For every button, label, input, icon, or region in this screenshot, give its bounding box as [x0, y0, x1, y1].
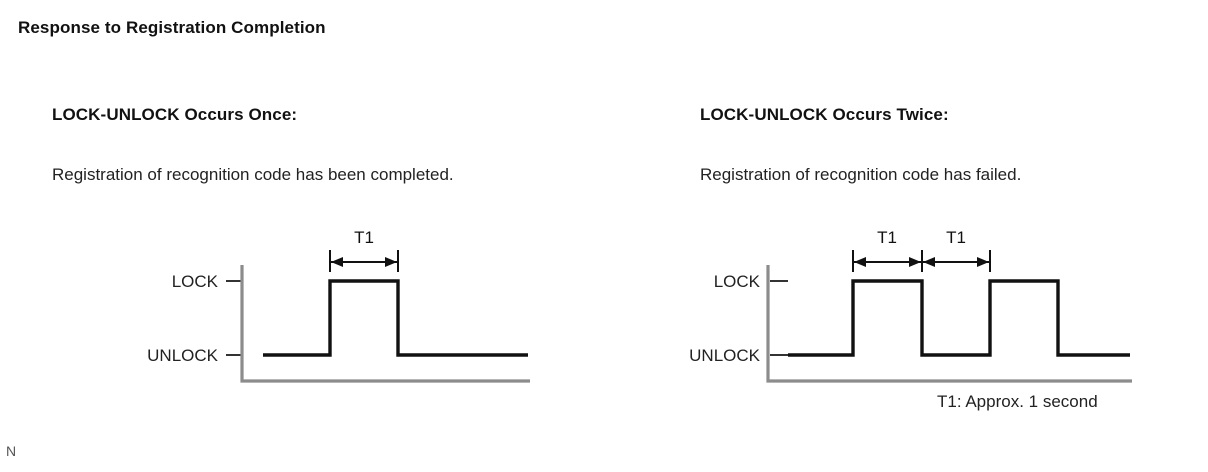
timing-diagram-once: LOCK UNLOCK T1: [100, 210, 570, 400]
dimension-arrowhead-right2-end: [977, 257, 989, 267]
dimension-arrowhead-right1-end: [909, 257, 921, 267]
page-title: Response to Registration Completion: [18, 18, 326, 37]
timing-diagram-twice: LOCK UNLOCK T1 T1: [620, 210, 1180, 400]
dimension-arrowhead-left-end: [385, 257, 397, 267]
axis-label-unlock-right: UNLOCK: [689, 346, 761, 365]
dimension-arrowhead-right2-start: [923, 257, 935, 267]
column-description-twice: Registration of recognition code has fai…: [700, 165, 1022, 184]
waveform-twice: [788, 279, 1130, 357]
dimension-arrowhead-right1-start: [854, 257, 866, 267]
column-heading-once: LOCK-UNLOCK Occurs Once:: [52, 105, 298, 124]
dimension-arrowhead-left-start: [331, 257, 343, 267]
column-heading-twice: LOCK-UNLOCK Occurs Twice:: [700, 105, 949, 124]
dimension-label-t1-right-1: T1: [877, 228, 897, 247]
dimension-label-t1-left: T1: [354, 228, 374, 247]
axis-label-lock-right: LOCK: [714, 272, 761, 291]
column-description-once: Registration of recognition code has bee…: [52, 165, 454, 184]
axis-label-unlock-left: UNLOCK: [147, 346, 219, 365]
stray-mark: N: [6, 443, 17, 459]
dimension-label-t1-right-2: T1: [946, 228, 966, 247]
footnote-t1: T1: Approx. 1 second: [937, 392, 1098, 411]
axis-label-lock-left: LOCK: [172, 272, 219, 291]
waveform-once: [263, 279, 528, 357]
chart-axes-left: [240, 265, 530, 383]
chart-axes-right: [766, 265, 1132, 383]
